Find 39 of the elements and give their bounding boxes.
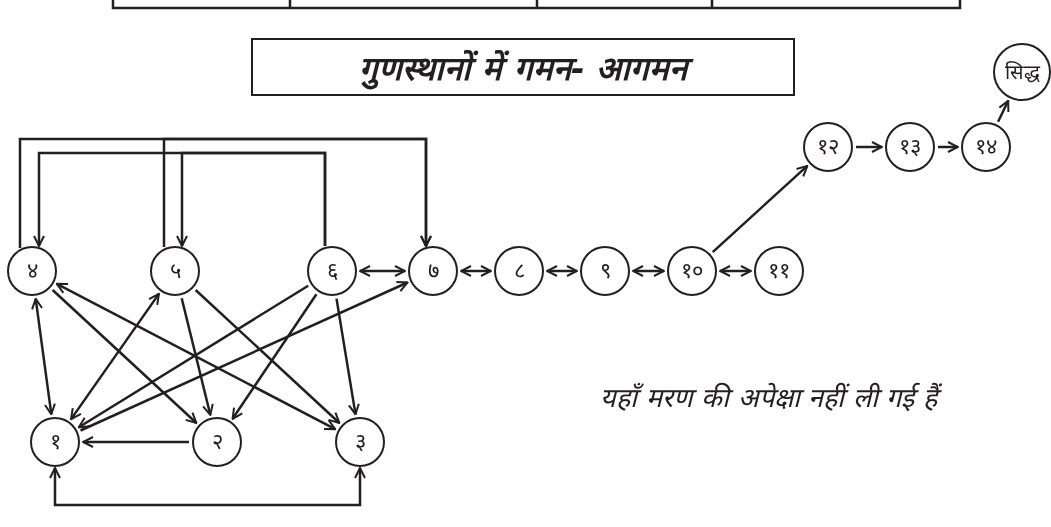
state-circle: १० (667, 246, 717, 296)
arrow (335, 298, 360, 416)
state-circle: ९ (580, 246, 630, 296)
state-circle: ३ (335, 417, 385, 467)
state-circle: १२ (803, 122, 853, 172)
double-arrow (70, 292, 160, 421)
arrow (51, 289, 198, 424)
double-arrow (31, 297, 56, 416)
state-circle: २ (192, 417, 242, 467)
state-circle: ६ (307, 246, 357, 296)
double-arrow (55, 282, 337, 431)
arrow (996, 99, 1010, 123)
state-circle: १ (30, 417, 80, 467)
state-circle: ५ (150, 246, 200, 296)
arrow (194, 289, 341, 424)
arrow (162, 137, 432, 247)
state-circle: ७ (408, 246, 458, 296)
arrow (231, 293, 318, 420)
arrow (80, 281, 409, 432)
double-arrow (719, 265, 752, 277)
double-arrow (359, 265, 406, 277)
arrow (77, 284, 309, 429)
state-circle: ४ (7, 246, 57, 296)
arrow (938, 141, 959, 153)
arrow (856, 141, 883, 153)
arrow (82, 436, 189, 448)
state-circle: ८ (494, 246, 544, 296)
arrow (176, 151, 327, 247)
state-circle: ११ (754, 246, 804, 296)
arrow (180, 297, 214, 416)
double-arrow (632, 265, 665, 277)
state-circle: १३ (885, 122, 935, 172)
double-arrow (460, 265, 492, 277)
arrow (711, 164, 809, 254)
state-circle: सिद्ध (993, 43, 1051, 101)
state-circle: १४ (961, 122, 1011, 172)
double-arrow (546, 265, 578, 277)
double-arrow (49, 467, 366, 507)
title-box: गुणस्थानों में गमन- आगमन (251, 38, 795, 96)
